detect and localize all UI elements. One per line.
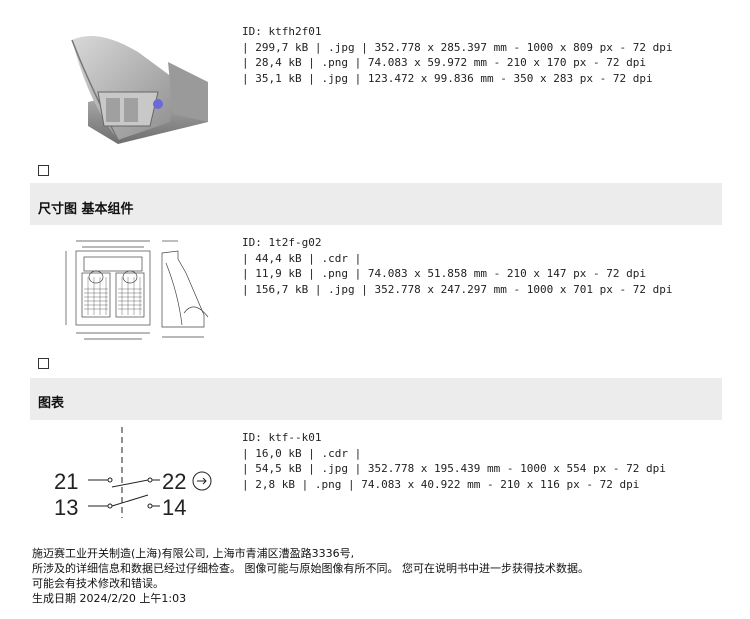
product3-info: ID: ktf--k01 | 16,0 kB | .cdr | | 54,5 k… xyxy=(242,430,666,492)
section-header-bar xyxy=(30,183,722,225)
section-title-dimension: 尺寸图 基本组件 xyxy=(38,202,134,217)
select-checkbox[interactable] xyxy=(38,358,49,369)
footer-line: 施迈赛工业开关制造(上海)有限公司, 上海市青浦区漕盈路3336号, xyxy=(32,547,355,560)
select-checkbox[interactable] xyxy=(38,165,49,176)
terminal-label: 21 xyxy=(54,469,78,494)
section-title-chart: 图表 xyxy=(38,396,65,411)
footer-line: 所涉及的详细信息和数据已经过仔细检查。 图像可能与原始图像有所不同。 您可在说明… xyxy=(32,562,589,575)
footer-line: 可能会有技术修改和错误。 xyxy=(32,577,164,590)
terminal-label: 13 xyxy=(54,495,78,520)
product2-info: ID: 1t2f-g02 | 44,4 kB | .cdr | | 11,9 k… xyxy=(242,235,672,297)
product1-info: ID: ktfh2f01 | 299,7 kB | .jpg | 352.778… xyxy=(242,24,672,86)
direct-opening-icon xyxy=(192,471,212,491)
product3-file-row: | 16,0 kB | .cdr | xyxy=(242,446,362,460)
product-image-foot-switch xyxy=(58,22,218,150)
footer-line: 生成日期 2024/2/20 上午1:03 xyxy=(32,592,187,605)
product1-file-row: | 299,7 kB | .jpg | 352.778 x 285.397 mm… xyxy=(242,40,673,54)
product2-file-row: | 11,9 kB | .png | 74.083 x 51.858 mm - … xyxy=(242,267,646,280)
contact-diagram: 21 22 13 14 xyxy=(50,425,230,520)
footer: 施迈赛工业开关制造(上海)有限公司, 上海市青浦区漕盈路3336号, 所涉及的详… xyxy=(32,546,589,606)
product3-file-row: | 54,5 kB | .jpg | 352.778 x 195.439 mm … xyxy=(242,462,666,475)
product1-id: ID: ktfh2f01 xyxy=(242,25,322,38)
product3-file-row: | 2,8 kB | .png | 74.083 x 40.922 mm - 2… xyxy=(242,477,640,491)
dimension-drawing xyxy=(54,233,224,345)
product2-id: ID: 1t2f-g02 xyxy=(242,236,322,249)
product1-file-row: | 35,1 kB | .jpg | 123.472 x 99.836 mm -… xyxy=(242,71,653,85)
terminal-label: 14 xyxy=(162,495,186,520)
product2-file-row: | 156,7 kB | .jpg | 352.778 x 247.297 mm… xyxy=(242,282,673,296)
terminal-label: 22 xyxy=(162,469,186,494)
product2-file-row: | 44,4 kB | .cdr | xyxy=(242,251,362,265)
section-header-bar xyxy=(30,378,722,420)
product1-file-row: | 28,4 kB | .png | 74.083 x 59.972 mm - … xyxy=(242,56,646,69)
product3-id: ID: ktf--k01 xyxy=(242,431,322,444)
